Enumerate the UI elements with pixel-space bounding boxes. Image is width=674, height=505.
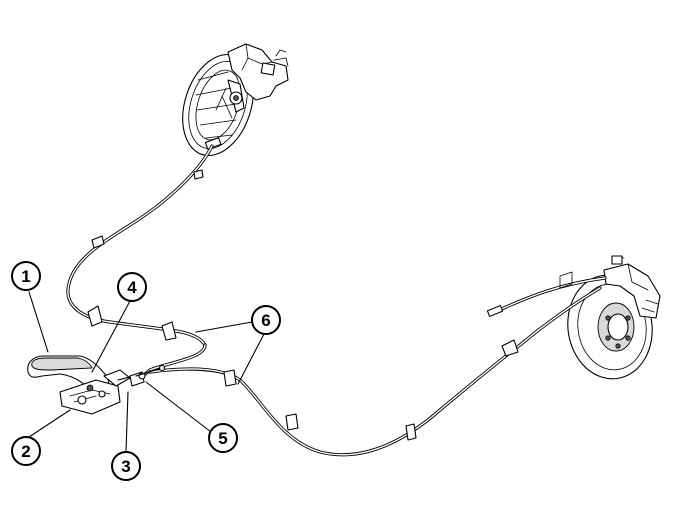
callout-leaders bbox=[28, 291, 265, 453]
left-rear-brake-assembly bbox=[182, 43, 289, 157]
callout-5-label: 5 bbox=[218, 429, 227, 448]
right-rear-brake-assembly bbox=[567, 255, 661, 380]
callout-1: 1 bbox=[11, 261, 41, 291]
callout-4-label: 4 bbox=[127, 278, 137, 297]
callout-6-label: 6 bbox=[261, 311, 270, 330]
callout-1-label: 1 bbox=[21, 267, 30, 286]
callout-2: 2 bbox=[11, 436, 41, 466]
callout-5: 5 bbox=[208, 423, 238, 453]
brake-cables bbox=[66, 144, 607, 457]
callout-6: 6 bbox=[251, 305, 281, 335]
callout-2-label: 2 bbox=[21, 442, 30, 461]
callout-3: 3 bbox=[111, 451, 141, 481]
callout-4: 4 bbox=[117, 272, 147, 302]
parking-brake-lever bbox=[27, 355, 166, 415]
callout-3-label: 3 bbox=[121, 457, 130, 476]
